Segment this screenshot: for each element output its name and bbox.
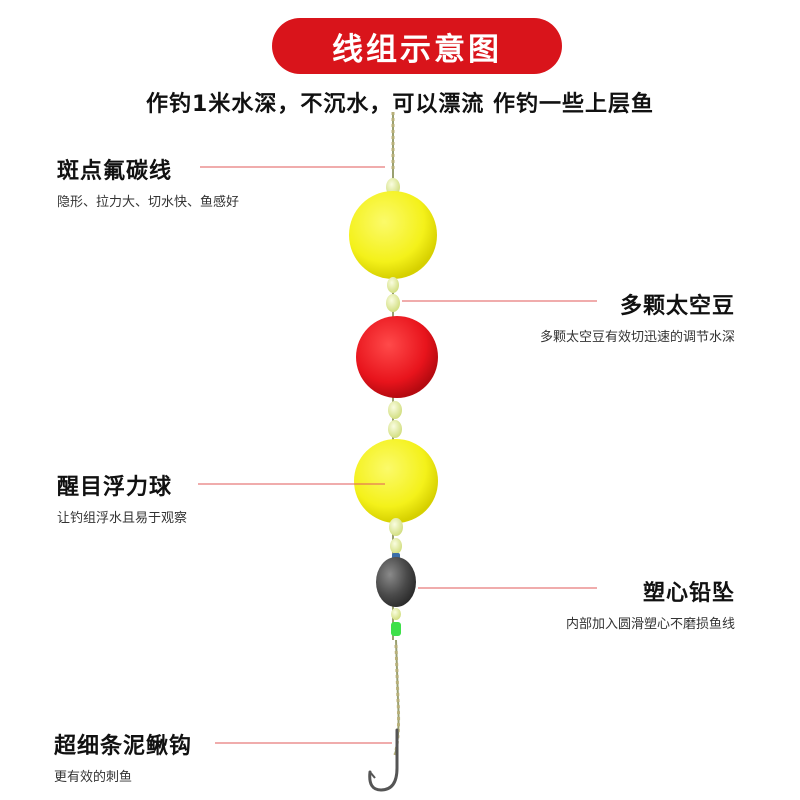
label-desc: 让钓组浮水且易于观察 bbox=[57, 511, 188, 526]
title-banner: 线组示意图 bbox=[272, 18, 562, 74]
label-space-beans: 多颗太空豆 多颗太空豆有效切迅速的调节水深 bbox=[540, 288, 735, 345]
banner-title: 线组示意图 bbox=[332, 31, 502, 68]
hook-icon bbox=[368, 728, 399, 792]
yellow-float-ball bbox=[349, 191, 437, 279]
label-hook: 超细条泥鳅钩 更有效的刺鱼 bbox=[54, 728, 192, 785]
label-title: 超细条泥鳅钩 bbox=[54, 734, 193, 759]
bead bbox=[391, 608, 401, 620]
green-stopper bbox=[391, 622, 401, 636]
yellow-float-ball bbox=[354, 439, 438, 523]
label-desc: 隐形、拉力大、切水快、鱼感好 bbox=[57, 195, 240, 210]
label-desc: 更有效的刺鱼 bbox=[54, 770, 133, 785]
bead bbox=[390, 538, 402, 554]
sinker-icon bbox=[376, 557, 416, 607]
label-title: 塑心铅坠 bbox=[642, 581, 735, 606]
label-desc: 多颗太空豆有效切迅速的调节水深 bbox=[539, 330, 735, 345]
label-float-ball: 醒目浮力球 让钓组浮水且易于观察 bbox=[57, 469, 187, 526]
label-title: 醒目浮力球 bbox=[57, 475, 173, 500]
bead bbox=[388, 420, 402, 438]
bead bbox=[386, 294, 400, 312]
label-title: 斑点氟碳线 bbox=[57, 159, 173, 184]
hook-barb bbox=[369, 771, 376, 779]
bead bbox=[387, 277, 399, 293]
label-line: 斑点氟碳线 隐形、拉力大、切水快、鱼感好 bbox=[57, 153, 239, 210]
red-float-ball bbox=[356, 316, 438, 398]
label-sinker: 塑心铅坠 内部加入圆滑塑心不磨损鱼线 bbox=[566, 575, 735, 632]
pointer-lines bbox=[198, 166, 597, 744]
bead bbox=[389, 518, 403, 536]
label-title: 多颗太空豆 bbox=[619, 294, 735, 319]
label-desc: 内部加入圆滑塑心不磨损鱼线 bbox=[565, 617, 735, 632]
subtitle: 作钓1米水深，不沉水，可以漂流 作钓一些上层鱼 bbox=[146, 92, 654, 117]
bead bbox=[388, 401, 402, 419]
